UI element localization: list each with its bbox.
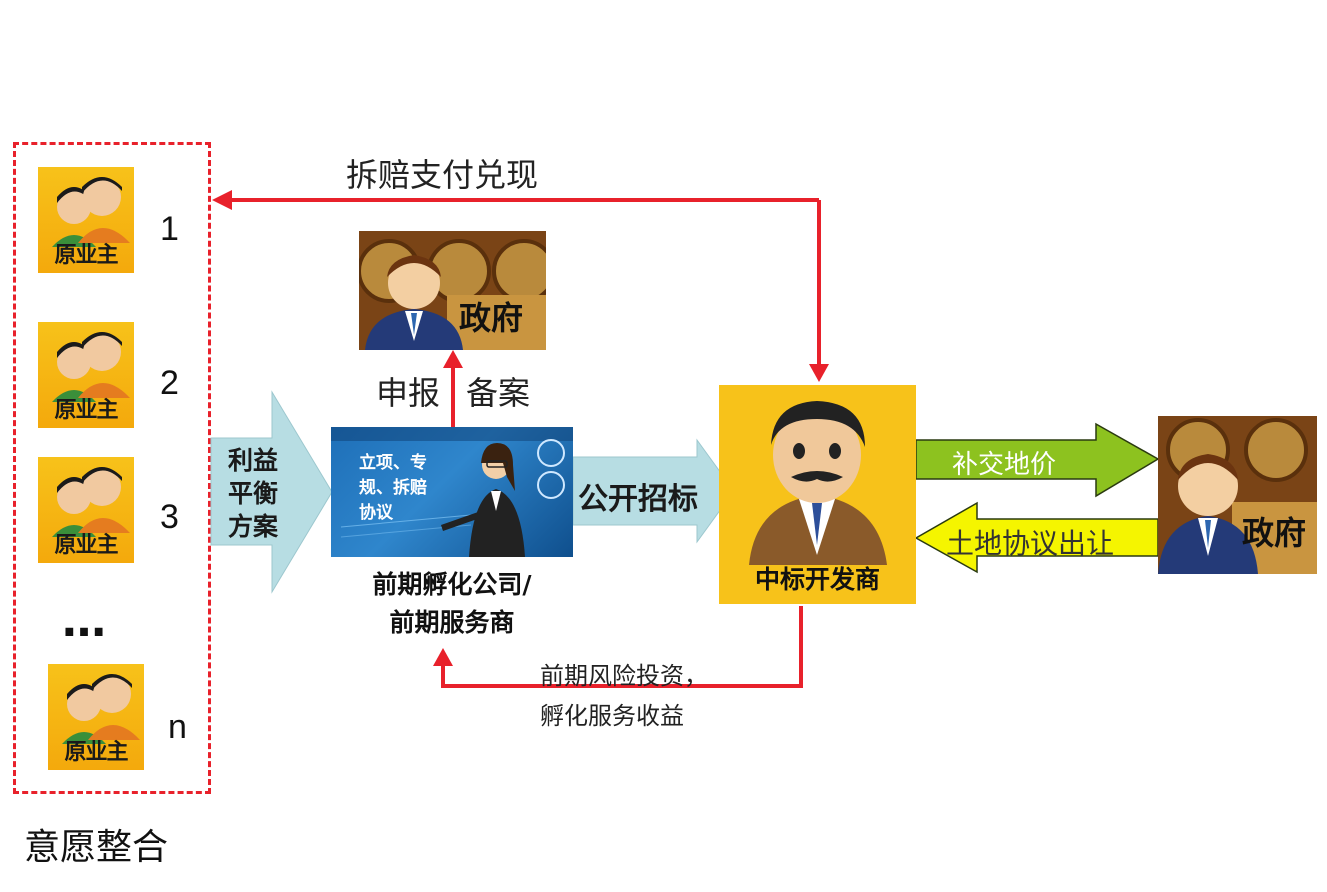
- owner-card-label: 原业主: [54, 397, 118, 423]
- owner-group-label: 意愿整合: [24, 827, 169, 868]
- incubator-caption-line: 前期服务商: [389, 608, 515, 637]
- government-label: 政府: [459, 299, 524, 337]
- developer-label: 中标开发商: [754, 565, 880, 594]
- government-official-icon: [359, 231, 546, 350]
- report-arrowhead: [443, 350, 463, 368]
- land-fee-label: 补交地价: [952, 450, 1057, 480]
- developer-card: 中标开发商: [719, 385, 916, 604]
- owner-people-icon: [52, 177, 130, 247]
- government-card: 政府: [359, 231, 546, 350]
- balance-label-line: 平衡: [228, 479, 279, 508]
- incubator-screen-line: 规、拆赔: [359, 478, 427, 498]
- owner-number: 1: [160, 210, 179, 248]
- government-card-right: 政府: [1158, 416, 1317, 574]
- return-line: [441, 606, 803, 688]
- return-label-line1: 前期风险投资，: [540, 662, 708, 690]
- owner-card: 原业主: [38, 322, 134, 428]
- owner-group-box: [13, 142, 211, 794]
- owner-number: 2: [160, 364, 179, 402]
- owner-people-icon: [52, 332, 130, 402]
- incubator-caption: 前期孵化公司/ 前期服务商: [326, 566, 578, 642]
- owner-card-label: 原业主: [64, 739, 128, 765]
- owner-card: 原业主: [38, 457, 134, 563]
- incubator-screen-line: 立项、专: [359, 453, 427, 473]
- payment-arrowhead: [212, 190, 232, 210]
- land-fee-arrow: [915, 422, 1160, 498]
- tender-label: 公开招标: [578, 482, 698, 517]
- owner-people-icon: [52, 467, 130, 537]
- payment-down-arrowhead: [809, 364, 829, 382]
- incubator-screen-line: 协议: [359, 503, 393, 523]
- government-label: 政府: [1242, 514, 1307, 552]
- incubator-illustration: [331, 427, 573, 557]
- developer-businessman-icon: [719, 385, 916, 565]
- land-transfer-arrow: [914, 501, 1159, 574]
- land-transfer-label: 土地协议出让: [946, 527, 1115, 560]
- owner-people-icon: [62, 674, 140, 744]
- owner-card: 原业主: [38, 167, 134, 273]
- owner-number: n: [168, 708, 187, 746]
- balance-label-line: 利益: [228, 446, 279, 475]
- incubator-screen-text: 立项、专 规、拆赔 协议: [359, 451, 427, 526]
- report-label: 申报: [376, 374, 441, 412]
- payment-label: 拆赔支付兑现: [346, 156, 539, 194]
- return-arrowhead: [433, 648, 453, 666]
- balance-label-line: 方案: [228, 512, 279, 541]
- incubator-card: 立项、专 规、拆赔 协议: [331, 427, 573, 557]
- owner-card-label: 原业主: [54, 532, 118, 558]
- owner-card-label: 原业主: [54, 242, 118, 268]
- government-official-icon: [1158, 416, 1317, 574]
- owner-ellipsis: …: [62, 596, 108, 647]
- balance-label: 利益 平衡 方案: [228, 444, 278, 543]
- tender-arrow: [572, 438, 735, 544]
- return-label-line2: 孵化服务收益: [540, 702, 684, 730]
- owner-number: 3: [160, 498, 179, 536]
- balance-arrow: [210, 390, 333, 594]
- owner-card: 原业主: [48, 664, 144, 770]
- filing-label: 备案: [466, 374, 531, 412]
- incubator-caption-line: 前期孵化公司/: [372, 570, 532, 599]
